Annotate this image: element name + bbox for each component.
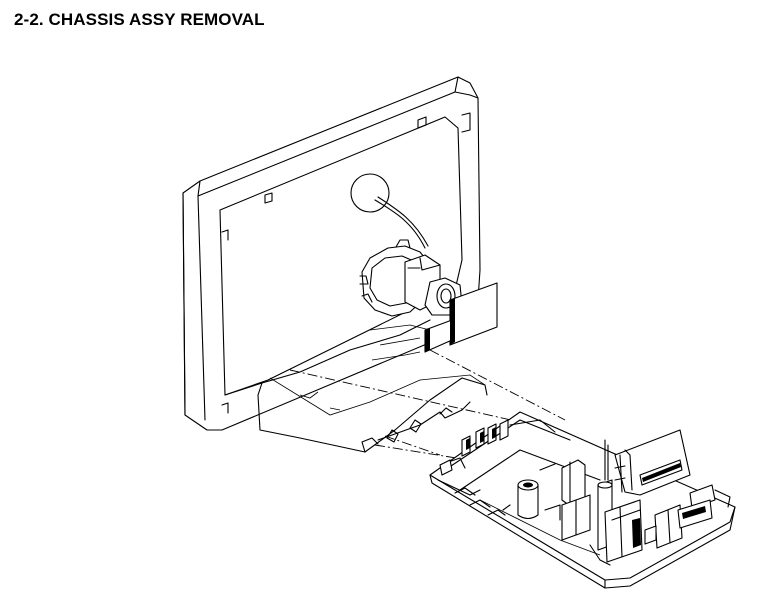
crt-cabinet bbox=[183, 77, 487, 452]
separation-paths bbox=[290, 350, 565, 465]
chassis-board bbox=[430, 412, 735, 588]
crt-neck-assembly bbox=[351, 174, 497, 352]
page-title: 2-2. CHASSIS ASSY REMOVAL bbox=[14, 10, 265, 29]
